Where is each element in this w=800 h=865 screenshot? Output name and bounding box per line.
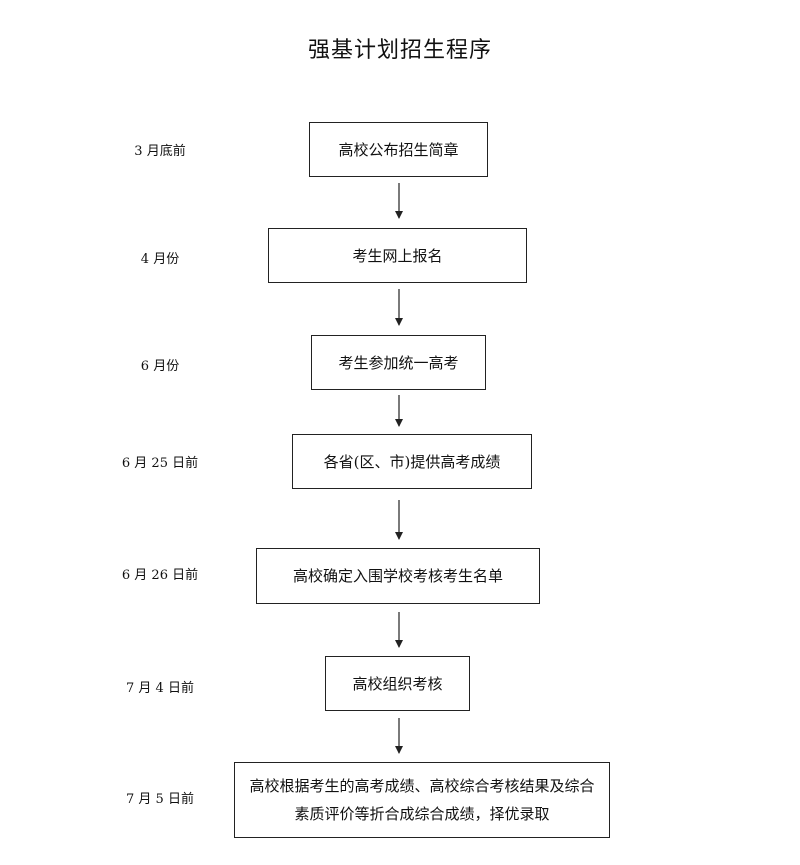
- step-6-text: 高校组织考核: [352, 674, 443, 693]
- step-2-text: 考生网上报名: [352, 246, 443, 265]
- step-7-text: 高校根据考生的高考成绩、高校综合考核结果及综合素质评价等折合成综合成绩，择优录取: [249, 777, 595, 823]
- step-4-date: 6 月 25 日前: [121, 456, 199, 471]
- diagram-title: 强基计划招生程序: [307, 38, 492, 63]
- step-5-text: 高校确定入围学校考核考生名单: [292, 567, 503, 585]
- step-6-date: 7 月 4 日前: [126, 681, 194, 696]
- step-5-box: 高校确定入围学校考核考生名单: [256, 548, 540, 604]
- step-1-text: 高校公布招生简章: [338, 140, 459, 159]
- step-1-box: 高校公布招生简章: [309, 122, 488, 177]
- step-2-date: 4 月份: [140, 252, 180, 267]
- step-7-box: 高校根据考生的高考成绩、高校综合考核结果及综合素质评价等折合成综合成绩，择优录取: [234, 762, 610, 838]
- step-4-text: 各省(区、市)提供高考成绩: [323, 452, 501, 471]
- step-1-date: 3 月底前: [134, 144, 186, 159]
- step-2-box: 考生网上报名: [268, 228, 527, 283]
- step-3-box: 考生参加统一高考: [311, 335, 486, 390]
- step-3-text: 考生参加统一高考: [338, 353, 459, 372]
- step-7-date: 7 月 5 日前: [126, 792, 194, 807]
- step-5-date: 6 月 26 日前: [121, 568, 199, 583]
- step-6-box: 高校组织考核: [325, 656, 470, 711]
- step-4-box: 各省(区、市)提供高考成绩: [292, 434, 532, 489]
- step-3-date: 6 月份: [140, 359, 180, 374]
